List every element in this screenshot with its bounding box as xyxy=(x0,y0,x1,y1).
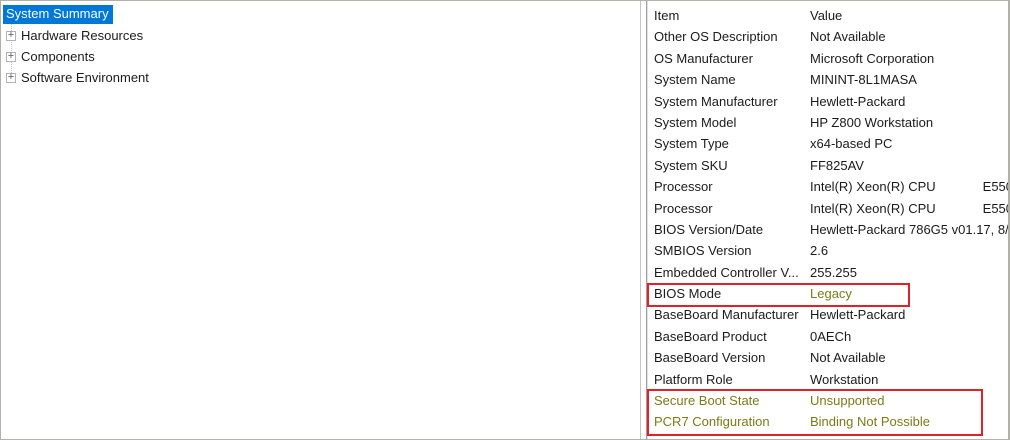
tree-item[interactable]: + Components xyxy=(1,46,640,67)
table-row[interactable]: Other OS Description Not Available xyxy=(654,26,1008,47)
item-cell[interactable]: Secure Boot State xyxy=(654,393,760,409)
item-cell[interactable]: BaseBoard Version xyxy=(654,350,766,366)
table-row[interactable]: BaseBoard Manufacturer Hewlett-Packard xyxy=(654,304,1008,325)
value-cell[interactable]: Hewlett-Packard 786G5 v01.17, 8/ xyxy=(810,221,1008,237)
value-cell[interactable]: x64-based PC xyxy=(810,136,893,152)
table-row[interactable]: PCR7 Configuration Binding Not Possible xyxy=(654,411,1008,432)
value-cell[interactable]: 2.6 xyxy=(810,243,829,259)
item-cell[interactable]: System SKU xyxy=(654,157,728,173)
item-cell[interactable]: PCR7 Configuration xyxy=(654,414,770,430)
tree-item[interactable]: + Hardware Resources xyxy=(1,25,640,46)
expand-plus-icon[interactable]: + xyxy=(6,28,16,41)
expand-plus-icon[interactable]: + xyxy=(6,70,16,83)
value-cell[interactable]: HP Z800 Workstation xyxy=(810,114,934,130)
table-row[interactable]: System Name MININT-8L1MASA xyxy=(654,69,1008,90)
item-cell[interactable]: Platform Role xyxy=(654,371,733,387)
value-cell[interactable]: Workstation xyxy=(810,371,879,387)
table-row[interactable]: Embedded Controller V... 255.255 xyxy=(654,262,1008,283)
item-cell[interactable]: BaseBoard Product xyxy=(654,328,767,344)
table-row[interactable]: SMBIOS Version 2.6 xyxy=(654,240,1008,261)
value-cell[interactable]: FF825AV xyxy=(810,157,864,173)
item-cell[interactable]: Processor xyxy=(654,179,713,195)
tree-selected-label[interactable]: System Summary xyxy=(3,5,113,24)
item-cell[interactable]: Other OS Description xyxy=(654,29,778,45)
value-cell[interactable]: Legacy xyxy=(810,286,852,302)
value-cell[interactable]: Intel(R) Xeon(R) CPU E5506 xyxy=(810,179,1008,195)
table-row[interactable]: Processor Intel(R) Xeon(R) CPU E5506 xyxy=(654,176,1008,197)
value-cell[interactable]: Intel(R) Xeon(R) CPU E5506 xyxy=(810,200,1008,216)
expand-plus-icon[interactable]: + xyxy=(6,49,16,62)
table-row[interactable]: BIOS Version/Date Hewlett-Packard 786G5 v… xyxy=(654,219,1008,240)
value-cell[interactable]: 255.255 xyxy=(810,264,857,280)
value-cell[interactable]: Not Available xyxy=(810,29,886,45)
item-cell[interactable]: Processor xyxy=(654,200,713,216)
table-row[interactable]: System Type x64-based PC xyxy=(654,133,1008,154)
tree-item-label[interactable]: Software Environment xyxy=(21,70,149,85)
item-cell[interactable]: BIOS Version/Date xyxy=(654,221,764,237)
table-row[interactable]: BaseBoard Product 0AECh xyxy=(654,326,1008,347)
tree-item[interactable]: + Software Environment xyxy=(1,67,640,88)
item-cell[interactable]: BIOS Mode xyxy=(654,286,722,302)
table-row[interactable]: System Manufacturer Hewlett-Packard xyxy=(654,91,1008,112)
table-row[interactable]: BIOS Mode Legacy xyxy=(654,283,1008,304)
table-row[interactable]: OS Manufacturer Microsoft Corporation xyxy=(654,48,1008,69)
value-cell[interactable]: MININT-8L1MASA xyxy=(810,72,917,88)
item-cell[interactable]: System Manufacturer xyxy=(654,93,778,109)
table-row[interactable]: Secure Boot State Unsupported xyxy=(654,390,1008,411)
item-cell[interactable]: Embedded Controller V... xyxy=(654,264,799,280)
value-cell[interactable]: Hewlett-Packard xyxy=(810,93,906,109)
table-row[interactable]: Processor Intel(R) Xeon(R) CPU E5506 xyxy=(654,198,1008,219)
item-cell[interactable]: OS Manufacturer xyxy=(654,50,753,66)
value-cell[interactable]: 0AECh xyxy=(810,328,852,344)
table-row[interactable]: System SKU FF825AV xyxy=(654,155,1008,176)
column-header-value[interactable]: Value xyxy=(810,8,843,23)
table-row[interactable]: Platform Role Workstation xyxy=(654,369,1008,390)
table-row[interactable]: BaseBoard Version Not Available xyxy=(654,347,1008,368)
item-cell[interactable]: System Name xyxy=(654,72,736,88)
value-cell[interactable]: Hewlett-Packard xyxy=(810,307,906,323)
tree-items: + Hardware Resources + Components + Software … xyxy=(1,25,640,88)
value-cell[interactable]: Binding Not Possible xyxy=(810,414,930,430)
tree-item-label[interactable]: Hardware Resources xyxy=(21,28,144,43)
tree-item-system-summary[interactable]: System Summary xyxy=(1,5,640,25)
table-row[interactable]: System Model HP Z800 Workstation xyxy=(654,112,1008,133)
value-cell[interactable]: Unsupported xyxy=(810,393,885,409)
item-cell[interactable]: System Type xyxy=(654,136,729,152)
item-cell[interactable]: System Model xyxy=(654,114,737,130)
item-cell[interactable]: BaseBoard Manufacturer xyxy=(654,307,799,323)
column-header-item[interactable]: Item xyxy=(654,8,680,23)
tree-item-label[interactable]: Components xyxy=(21,49,95,64)
table-header-row: Item Value xyxy=(654,5,1008,26)
value-cell[interactable]: Microsoft Corporation xyxy=(810,50,935,66)
item-cell[interactable]: SMBIOS Version xyxy=(654,243,752,259)
navigation-tree: System Summary + Hardware Resources + Compo… xyxy=(1,1,641,439)
value-cell[interactable]: Not Available xyxy=(810,350,886,366)
